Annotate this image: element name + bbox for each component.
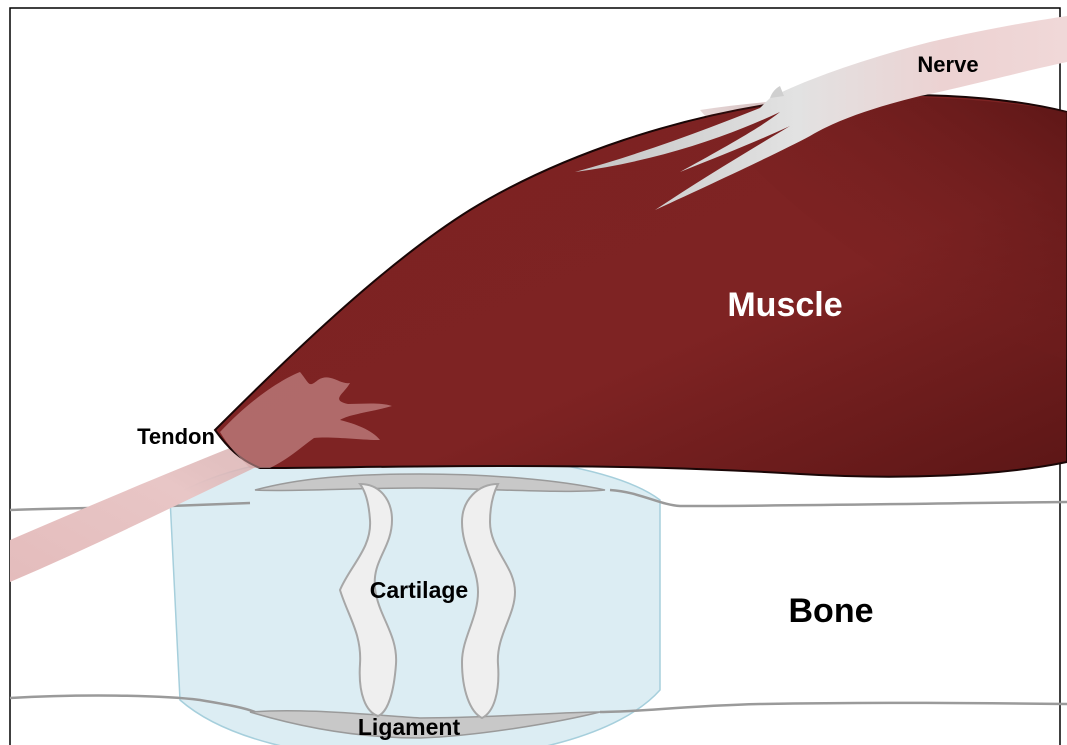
nerve-label: Nerve bbox=[917, 52, 978, 77]
ligament-label: Ligament bbox=[358, 714, 461, 740]
cartilage-label: Cartilage bbox=[370, 577, 468, 603]
bone-label: Bone bbox=[789, 592, 874, 630]
tendon-label: Tendon bbox=[137, 424, 215, 449]
muscle-label: Muscle bbox=[727, 286, 842, 324]
